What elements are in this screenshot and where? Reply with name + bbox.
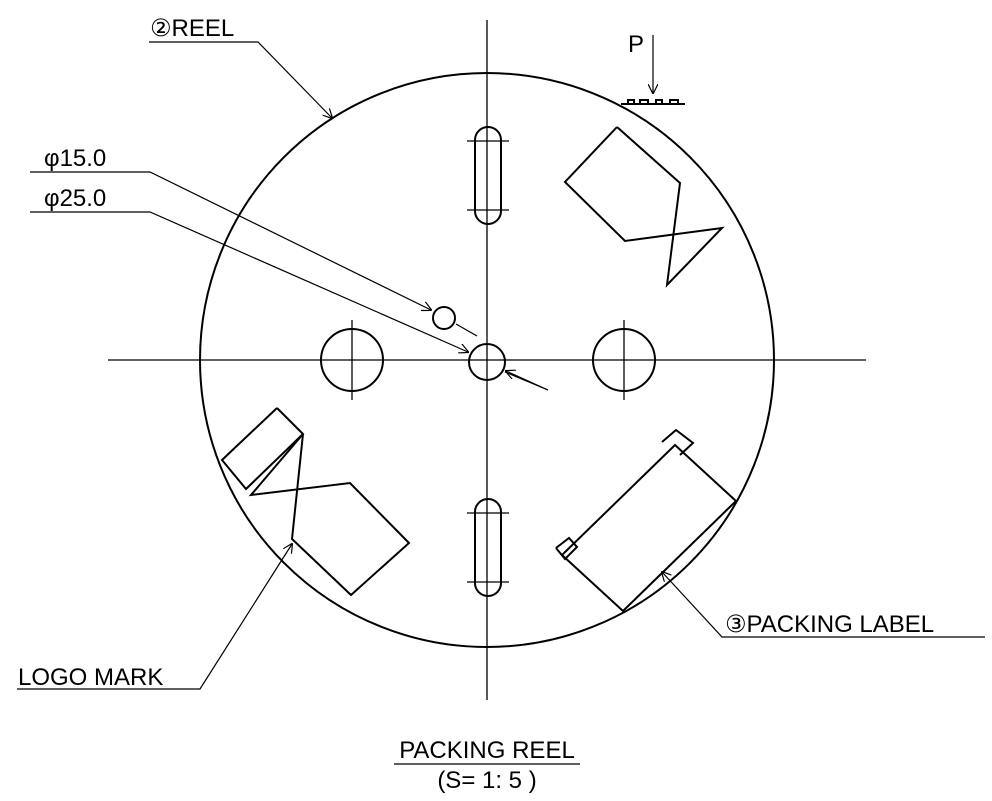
hub-hole-15 — [432, 306, 456, 330]
dia25-tail-arrow — [506, 371, 549, 391]
drawing-scale: (S= 1: 5 ) — [437, 767, 536, 794]
reel-label: ②REEL — [150, 15, 234, 42]
reel-outline — [199, 72, 775, 648]
hub-hole-25 — [468, 343, 506, 381]
reel-leader — [149, 41, 332, 118]
dia25-label: φ25.0 — [44, 185, 106, 212]
arrow-p-indicator — [621, 35, 685, 105]
logo-mark-upper — [563, 126, 725, 288]
drawing-title: PACKING REEL — [399, 737, 575, 764]
slot-bottom — [474, 498, 502, 597]
dia15-leader — [30, 171, 431, 310]
dia15-label: φ15.0 — [44, 145, 106, 172]
packing-label-text: ③PACKING LABEL — [725, 611, 934, 638]
packing-label-leader — [662, 572, 985, 638]
packing-label-shape — [555, 428, 738, 613]
dia25-leader — [30, 211, 468, 352]
logo-mark-lower — [220, 407, 411, 597]
logo-mark-leader — [17, 544, 292, 690]
slot-top — [474, 126, 502, 225]
dia15-tail — [455, 323, 478, 337]
logo-mark-label: LOGO MARK — [18, 664, 163, 691]
arrow-p-label: P — [628, 31, 644, 58]
